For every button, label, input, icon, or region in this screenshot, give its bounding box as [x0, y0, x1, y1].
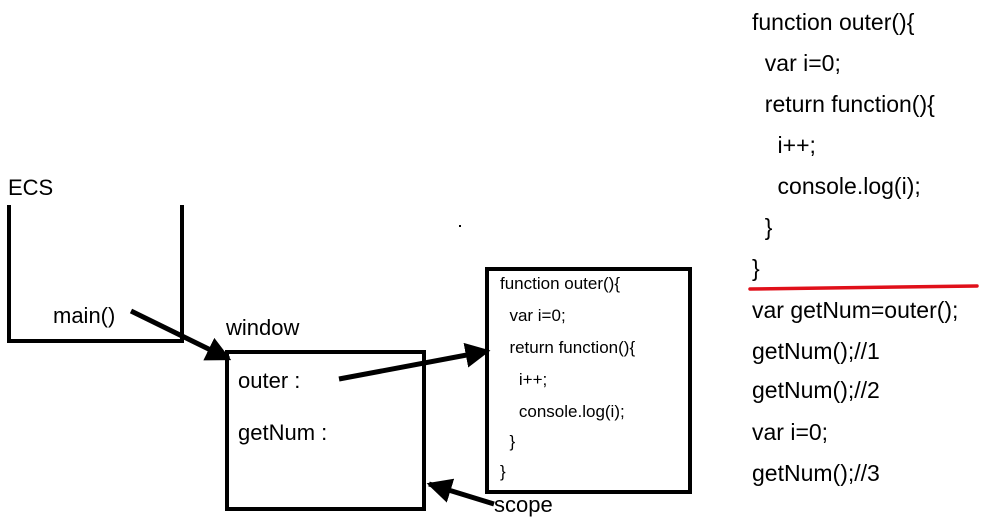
- function-code-line: console.log(i);: [500, 402, 625, 421]
- stack-title: ECS: [8, 175, 54, 200]
- source-code-line: }: [752, 255, 760, 281]
- source-code-line: }: [752, 214, 773, 240]
- source-code-line: var i=0;: [752, 50, 841, 76]
- scope-label: scope: [494, 492, 553, 517]
- stray-dot: [459, 225, 461, 227]
- source-code-line: return function(){: [752, 91, 935, 117]
- function-code-line: }: [500, 432, 516, 451]
- function-code-line: return function(){: [500, 338, 636, 357]
- code-divider-line: [748, 284, 979, 291]
- source-code-line: getNum();//1: [752, 338, 880, 364]
- source-code-line: var getNum=outer();: [752, 297, 959, 323]
- function-code-line: var i=0;: [500, 306, 566, 325]
- source-code-line: function outer(){: [752, 9, 915, 35]
- window-prop-outer: outer :: [238, 368, 301, 393]
- function-code-line: }: [500, 462, 506, 481]
- source-code-line: getNum();//3: [752, 460, 880, 486]
- function-code-line: i++;: [500, 370, 548, 389]
- window-prop-getnum: getNum :: [238, 420, 328, 445]
- window-title: window: [226, 315, 300, 340]
- source-code-line: var i=0;: [752, 419, 829, 445]
- window-object-box: [225, 350, 426, 511]
- source-code-line: getNum();//2: [752, 377, 880, 403]
- stack-entry-main: main(): [53, 303, 116, 328]
- function-code-line: function outer(){: [500, 274, 621, 293]
- source-code-line: console.log(i);: [752, 173, 921, 199]
- execution-context-stack: [7, 205, 184, 343]
- source-code-line: i++;: [752, 132, 816, 158]
